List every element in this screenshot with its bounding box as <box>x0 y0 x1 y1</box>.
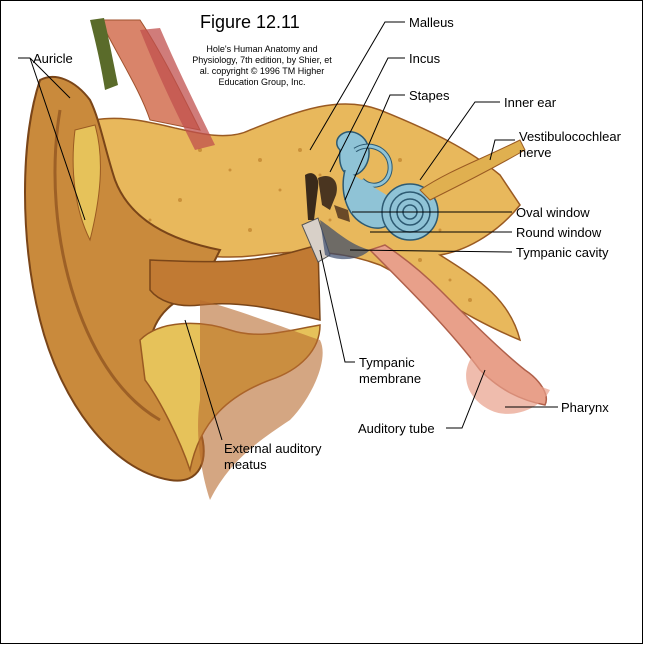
label-pharynx: Pharynx <box>561 400 609 415</box>
label-tympanic-cavity: Tympanic cavity <box>516 245 608 260</box>
label-incus: Incus <box>409 51 440 66</box>
label-oval-window: Oval window <box>516 205 590 220</box>
pharynx-shape <box>466 340 550 414</box>
figure-title: Figure 12.11 <box>200 12 300 33</box>
label-vestibulocochlear-line2: nerve <box>519 145 552 160</box>
label-inner-ear: Inner ear <box>504 95 556 110</box>
label-vestibulocochlear-line1: Vestibulocochlear <box>519 129 621 144</box>
label-external-meatus-line2: meatus <box>224 457 267 472</box>
label-stapes: Stapes <box>409 88 449 103</box>
label-malleus: Malleus <box>409 15 454 30</box>
label-auricle: Auricle <box>33 51 73 66</box>
label-auditory-tube: Auditory tube <box>358 421 435 436</box>
label-tympanic-membrane-line1: Tympanic <box>359 355 415 370</box>
label-external-meatus-line1: External auditory <box>224 441 322 456</box>
label-round-window: Round window <box>516 225 601 240</box>
label-tympanic-membrane-line2: membrane <box>359 371 421 386</box>
figure-credit: Hole's Human Anatomy and Physiology, 7th… <box>188 44 336 88</box>
